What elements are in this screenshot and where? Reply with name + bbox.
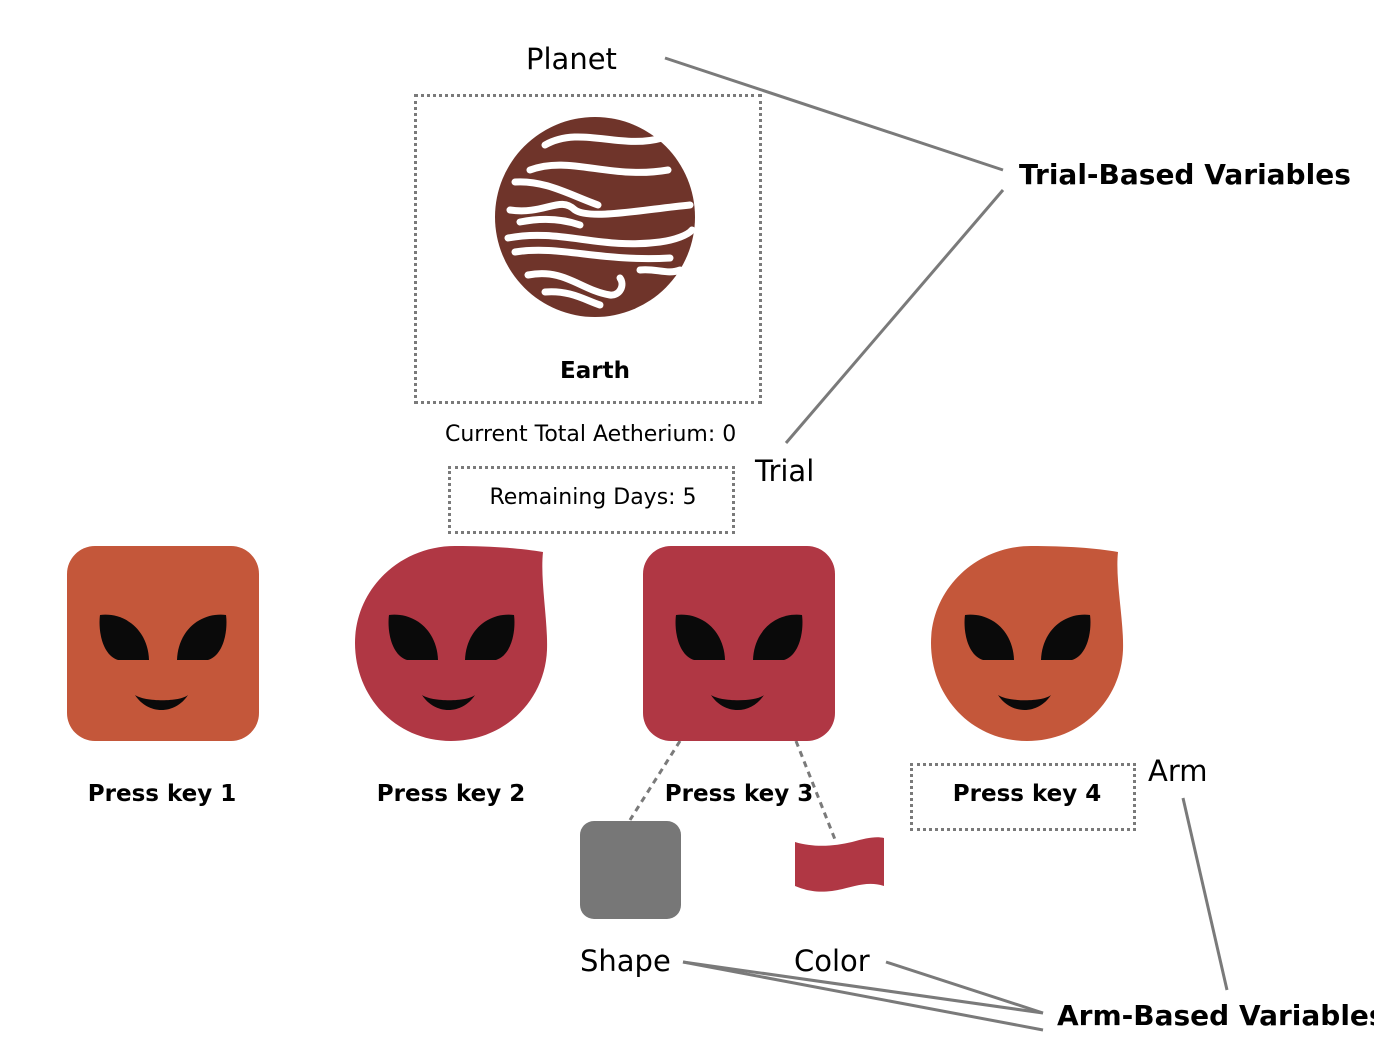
connector-key3-to-color [794, 740, 838, 843]
connector-key3-to-shape [628, 740, 682, 821]
planet-name: Earth [560, 358, 630, 384]
total-aetherium-text: Current Total Aetherium: 0 [445, 422, 737, 447]
trial-based-variables-label: Trial-Based Variables [1019, 158, 1351, 191]
arm-4-key-box [910, 763, 1136, 831]
arm-label: Arm [1148, 754, 1208, 788]
connector-planet-to-trial-based [664, 56, 1004, 172]
arm-1-key-label: Press key 1 [87, 781, 237, 807]
planet-box [414, 94, 762, 404]
arm-4-key-label: Press key 4 [952, 781, 1102, 807]
planet-icon [495, 117, 696, 317]
color-swatch-icon [795, 837, 884, 892]
shape-label: Shape [580, 944, 671, 978]
planet-label: Planet [526, 42, 617, 76]
arm-based-variables-label: Arm-Based Variables [1057, 999, 1374, 1032]
connector-shape-to-arm-based [682, 960, 1044, 1015]
arm-4-alien[interactable] [931, 546, 1124, 741]
remaining-days-box [448, 466, 735, 534]
trial-label: Trial [755, 454, 815, 488]
connector-shape-to-arm-based-2 [682, 960, 1044, 1032]
arm-2-alien[interactable] [355, 546, 548, 741]
connector-trial-to-trial-based [784, 189, 1005, 444]
arm-3-alien[interactable] [643, 546, 835, 741]
arm-1-alien[interactable] [67, 546, 259, 741]
arm-3-key-label: Press key 3 [664, 781, 814, 807]
connector-arm-to-arm-based [1181, 797, 1229, 991]
shape-swatch-icon [580, 821, 681, 919]
arm-2-key-label: Press key 2 [376, 781, 526, 807]
connector-color-to-arm-based [885, 960, 1044, 1015]
remaining-days-text: Remaining Days: 5 [489, 485, 697, 510]
color-label: Color [794, 944, 870, 978]
